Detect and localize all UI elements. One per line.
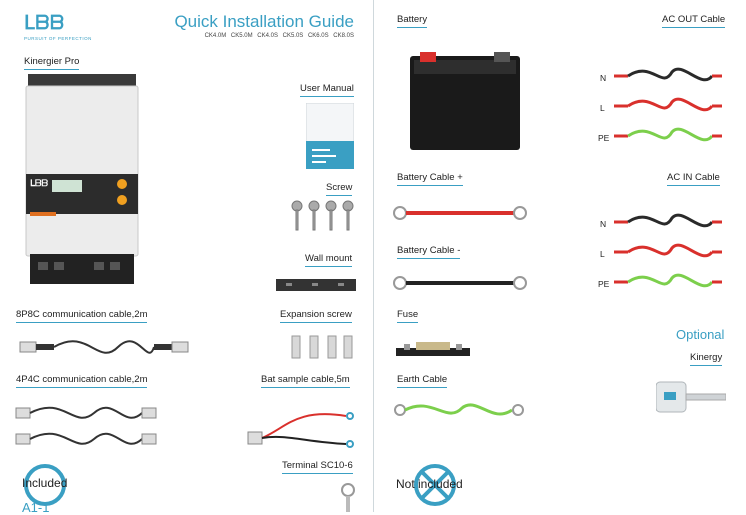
expansion-screw-label: Expansion screw — [280, 309, 352, 323]
terminal-image — [341, 483, 355, 512]
not-included-label: Not included — [396, 477, 463, 491]
inverter-lcd — [52, 180, 82, 192]
ac-in-l-wire — [614, 243, 722, 258]
inverter-knob-bottom — [117, 195, 127, 205]
kinergy-image — [656, 381, 726, 413]
fuse-image — [396, 342, 470, 356]
battery-image — [410, 52, 520, 150]
ac-out-pe-wire — [614, 127, 722, 142]
wall-mount-image — [276, 279, 356, 291]
bat-sample-label: Bat sample cable,5m — [261, 374, 350, 388]
logo-tagline: PURSUIT OF PERFECTION — [24, 36, 92, 41]
ac-out-n-wire — [614, 67, 722, 82]
wall-mount-label: Wall mount — [305, 253, 353, 267]
ac-out-label: AC OUT Cable — [662, 14, 726, 28]
page-divider — [373, 0, 374, 512]
manual-image — [306, 103, 354, 169]
ac-in-l-label: L — [600, 249, 605, 259]
battery-cable-plus-label: Battery Cable + — [397, 172, 463, 186]
battery-cable-minus-label: Battery Cable - — [397, 245, 461, 259]
optional-heading: Optional — [676, 327, 725, 342]
screw-label: Screw — [326, 182, 353, 196]
inverter-top-mount — [28, 74, 136, 88]
ac-in-cables-image — [614, 213, 722, 288]
ac-in-label: AC IN Cable — [667, 172, 720, 186]
brand-logo: ᒪᗷᗷ PURSUIT OF PERFECTION — [24, 12, 92, 41]
page-title: Quick Installation Guide — [174, 12, 354, 31]
cable-4p4c-label: 4P4C communication cable,2m — [16, 374, 148, 388]
inverter-image — [25, 74, 139, 284]
battery-cable-plus-image — [393, 206, 527, 220]
user-manual-label: User Manual — [300, 83, 354, 97]
cable-8p8c-image — [19, 340, 189, 354]
included-label: Included — [22, 476, 68, 490]
ac-in-n-wire — [614, 213, 722, 228]
product-label: Kinergier Pro — [24, 56, 80, 70]
ac-out-l-label: L — [600, 103, 605, 113]
ac-out-l-wire — [614, 97, 722, 112]
battery-label: Battery — [397, 14, 428, 28]
not-included-icon — [414, 464, 456, 506]
fuse-label: Fuse — [397, 309, 419, 323]
screws-image — [291, 200, 354, 231]
bat-sample-image — [247, 412, 354, 448]
expansion-screws-image — [291, 335, 353, 359]
inverter-brand: ᒪᗷᗷ — [30, 178, 49, 188]
cable-4p4c-image — [15, 406, 157, 445]
ac-out-n-label: N — [600, 73, 607, 83]
guide-header: Quick Installation Guide CK4.0M CK5.0M C… — [174, 12, 354, 39]
model-list: CK4.0M CK5.0M CK4.0S CK5.0S CK6.0S CK8.0… — [204, 33, 354, 39]
battery-cable-minus-image — [393, 276, 527, 290]
ac-in-pe-wire — [614, 273, 722, 288]
earth-cable-label: Earth Cable — [397, 374, 448, 388]
cable-8p8c-label: 8P8C communication cable,2m — [16, 309, 148, 323]
kinergy-label: Kinergy — [690, 352, 723, 366]
section-code: A1-1 — [22, 500, 50, 515]
included-circle-icon — [24, 464, 66, 506]
terminal-label: Terminal SC10-6 — [282, 460, 353, 474]
ac-in-n-label: N — [600, 219, 607, 229]
inverter-body — [25, 85, 139, 257]
ac-out-cables-image — [614, 67, 722, 142]
inverter-strip — [30, 212, 56, 216]
ac-out-pe-label: PE — [598, 133, 610, 143]
ac-in-pe-label: PE — [598, 279, 610, 289]
earth-cable-image — [394, 403, 524, 416]
inverter-knob-top — [117, 179, 127, 189]
logo-mark: ᒪᗷᗷ — [24, 13, 66, 34]
